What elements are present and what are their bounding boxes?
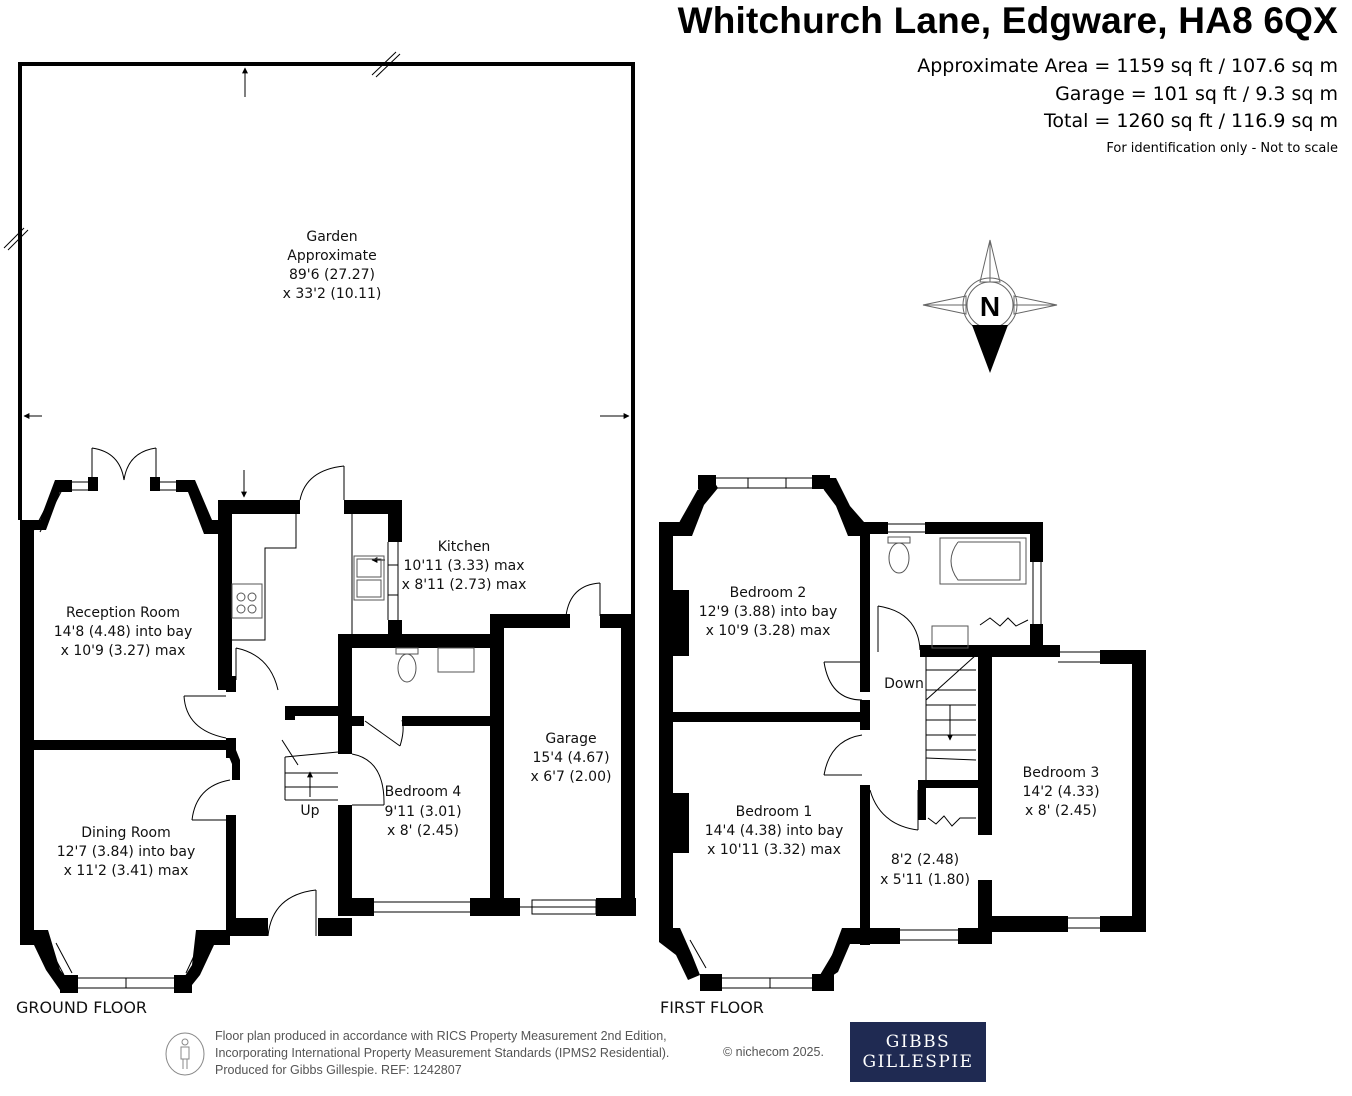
first-floor-walls — [659, 475, 1146, 991]
garden-label: Garden Approximate 89'6 (27.27) x 33'2 (… — [283, 229, 382, 302]
svg-text:Garden: Garden — [306, 229, 357, 245]
room-label-dining: Dining Room 12'7 (3.84) into bay x 11'2 … — [57, 825, 196, 879]
toilet-icon — [395, 647, 419, 683]
footer-line-3: Produced for Gibbs Gillespie. REF: 12428… — [215, 1063, 462, 1077]
svg-text:Reception Room: Reception Room — [66, 605, 180, 621]
svg-text:14'4 (4.38) into bay: 14'4 (4.38) into bay — [705, 823, 844, 839]
basin-icon — [931, 625, 969, 649]
svg-text:x 5'11 (1.80): x 5'11 (1.80) — [880, 872, 970, 888]
svg-text:15'4 (4.67): 15'4 (4.67) — [532, 750, 609, 766]
room-label-reception: Reception Room 14'8 (4.48) into bay x 10… — [54, 605, 193, 659]
footer-text: Floor plan produced in accordance with R… — [215, 1028, 669, 1079]
scale-note: For identification only - Not to scale — [1106, 140, 1338, 156]
svg-text:8'2 (2.48): 8'2 (2.48) — [891, 852, 959, 868]
footer-line-1: Floor plan produced in accordance with R… — [215, 1029, 667, 1043]
property-address-title: Whitchurch Lane, Edgware, HA8 6QX — [677, 0, 1338, 41]
area-summary: Approximate Area = 1159 sq ft / 107.6 sq… — [917, 53, 1338, 162]
first-floor-plan: Bedroom 2 12'9 (3.88) into bay x 10'9 (3… — [659, 475, 1146, 1017]
svg-text:Dining Room: Dining Room — [81, 825, 171, 841]
basin-icon — [437, 647, 475, 673]
room-label-bedroom-2: Bedroom 2 12'9 (3.88) into bay x 10'9 (3… — [699, 585, 838, 639]
footer-line-2: Incorporating International Property Mea… — [215, 1046, 670, 1060]
svg-text:Bedroom 4: Bedroom 4 — [385, 784, 462, 800]
svg-text:x 8' (2.45): x 8' (2.45) — [387, 823, 459, 839]
svg-text:x 8'11 (2.73) max: x 8'11 (2.73) max — [402, 577, 527, 593]
ground-floor-plan: Kitchen 10'11 (3.33) max x 8'11 (2.73) m… — [16, 447, 636, 1017]
footer-disclaimer: Floor plan produced in accordance with R… — [165, 1028, 865, 1080]
svg-text:14'2 (4.33): 14'2 (4.33) — [1022, 784, 1099, 800]
svg-text:Garage: Garage — [545, 731, 596, 747]
hob-icon — [231, 583, 263, 619]
garage-area: Garage = 101 sq ft / 9.3 sq m — [1055, 82, 1338, 105]
svg-text:x 10'9 (3.28) max: x 10'9 (3.28) max — [706, 623, 831, 639]
room-label-bedroom-1: Bedroom 1 14'4 (4.38) into bay x 10'11 (… — [705, 804, 844, 858]
svg-text:14'8 (4.48) into bay: 14'8 (4.48) into bay — [54, 624, 193, 640]
first-floor-windows-doors — [679, 477, 1100, 989]
ground-floor-walls — [20, 477, 636, 993]
approximate-area: Approximate Area = 1159 sq ft / 107.6 sq… — [917, 55, 1338, 77]
room-label-bedroom-4: Bedroom 4 9'11 (3.01) x 8' (2.45) — [384, 784, 461, 839]
svg-text:89'6 (27.27): 89'6 (27.27) — [289, 267, 375, 283]
svg-text:12'9 (3.88) into bay: 12'9 (3.88) into bay — [699, 604, 838, 620]
total-area: Total = 1260 sq ft / 116.9 sq m — [1044, 110, 1338, 132]
svg-text:x 6'7 (2.00): x 6'7 (2.00) — [531, 769, 612, 785]
compass-north-label: N — [980, 291, 1000, 322]
svg-text:x 11'2 (3.41) max: x 11'2 (3.41) max — [64, 863, 189, 879]
svg-text:12'7 (3.84) into bay: 12'7 (3.84) into bay — [57, 844, 196, 860]
svg-text:9'11 (3.01): 9'11 (3.01) — [384, 804, 461, 820]
toilet-icon — [887, 536, 911, 574]
svg-text:x 10'11 (3.32) max: x 10'11 (3.32) max — [707, 842, 841, 858]
svg-text:x 10'9 (3.27) max: x 10'9 (3.27) max — [61, 643, 186, 659]
stairs-down-label: Down — [884, 676, 924, 692]
logo-line-1: GIBBS — [885, 1032, 951, 1052]
svg-text:Kitchen: Kitchen — [438, 539, 491, 555]
gibbs-gillespie-logo: GIBBS GILLESPIE — [850, 1022, 986, 1082]
svg-text:Bedroom 3: Bedroom 3 — [1023, 765, 1100, 781]
room-label-bedroom-3: Bedroom 3 14'2 (4.33) x 8' (2.45) — [1022, 765, 1099, 819]
room-label-kitchen: Kitchen 10'11 (3.33) max x 8'11 (2.73) m… — [402, 539, 527, 593]
svg-text:Bedroom 1: Bedroom 1 — [736, 804, 813, 820]
copyright-notice: © nichecom 2025. — [723, 1045, 824, 1059]
ground-floor-windows-doors — [33, 447, 601, 989]
bathtub-icon — [939, 537, 1027, 585]
room-label-garage: Garage 15'4 (4.67) x 6'7 (2.00) — [531, 731, 612, 785]
svg-text:x 8' (2.45): x 8' (2.45) — [1025, 803, 1097, 819]
ground-floor-label: GROUND FLOOR — [16, 998, 147, 1017]
compass-rose-icon: N — [922, 239, 1058, 373]
kitchen-sink-icon — [353, 555, 385, 601]
svg-text:Bedroom 2: Bedroom 2 — [730, 585, 807, 601]
svg-text:Approximate: Approximate — [287, 248, 376, 264]
room-label-landing: 8'2 (2.48) x 5'11 (1.80) — [880, 852, 970, 888]
svg-text:x 33'2 (10.11): x 33'2 (10.11) — [283, 286, 382, 302]
garden-boundary: Garden Approximate 89'6 (27.27) x 33'2 (… — [3, 51, 635, 620]
stairs-up-label: Up — [300, 803, 319, 819]
first-floor-label: FIRST FLOOR — [660, 998, 764, 1017]
logo-line-2: GILLESPIE — [862, 1052, 974, 1072]
person-scale-icon — [165, 1032, 205, 1076]
svg-text:10'11 (3.33) max: 10'11 (3.33) max — [404, 558, 525, 574]
boundary-break-icon — [3, 51, 401, 251]
